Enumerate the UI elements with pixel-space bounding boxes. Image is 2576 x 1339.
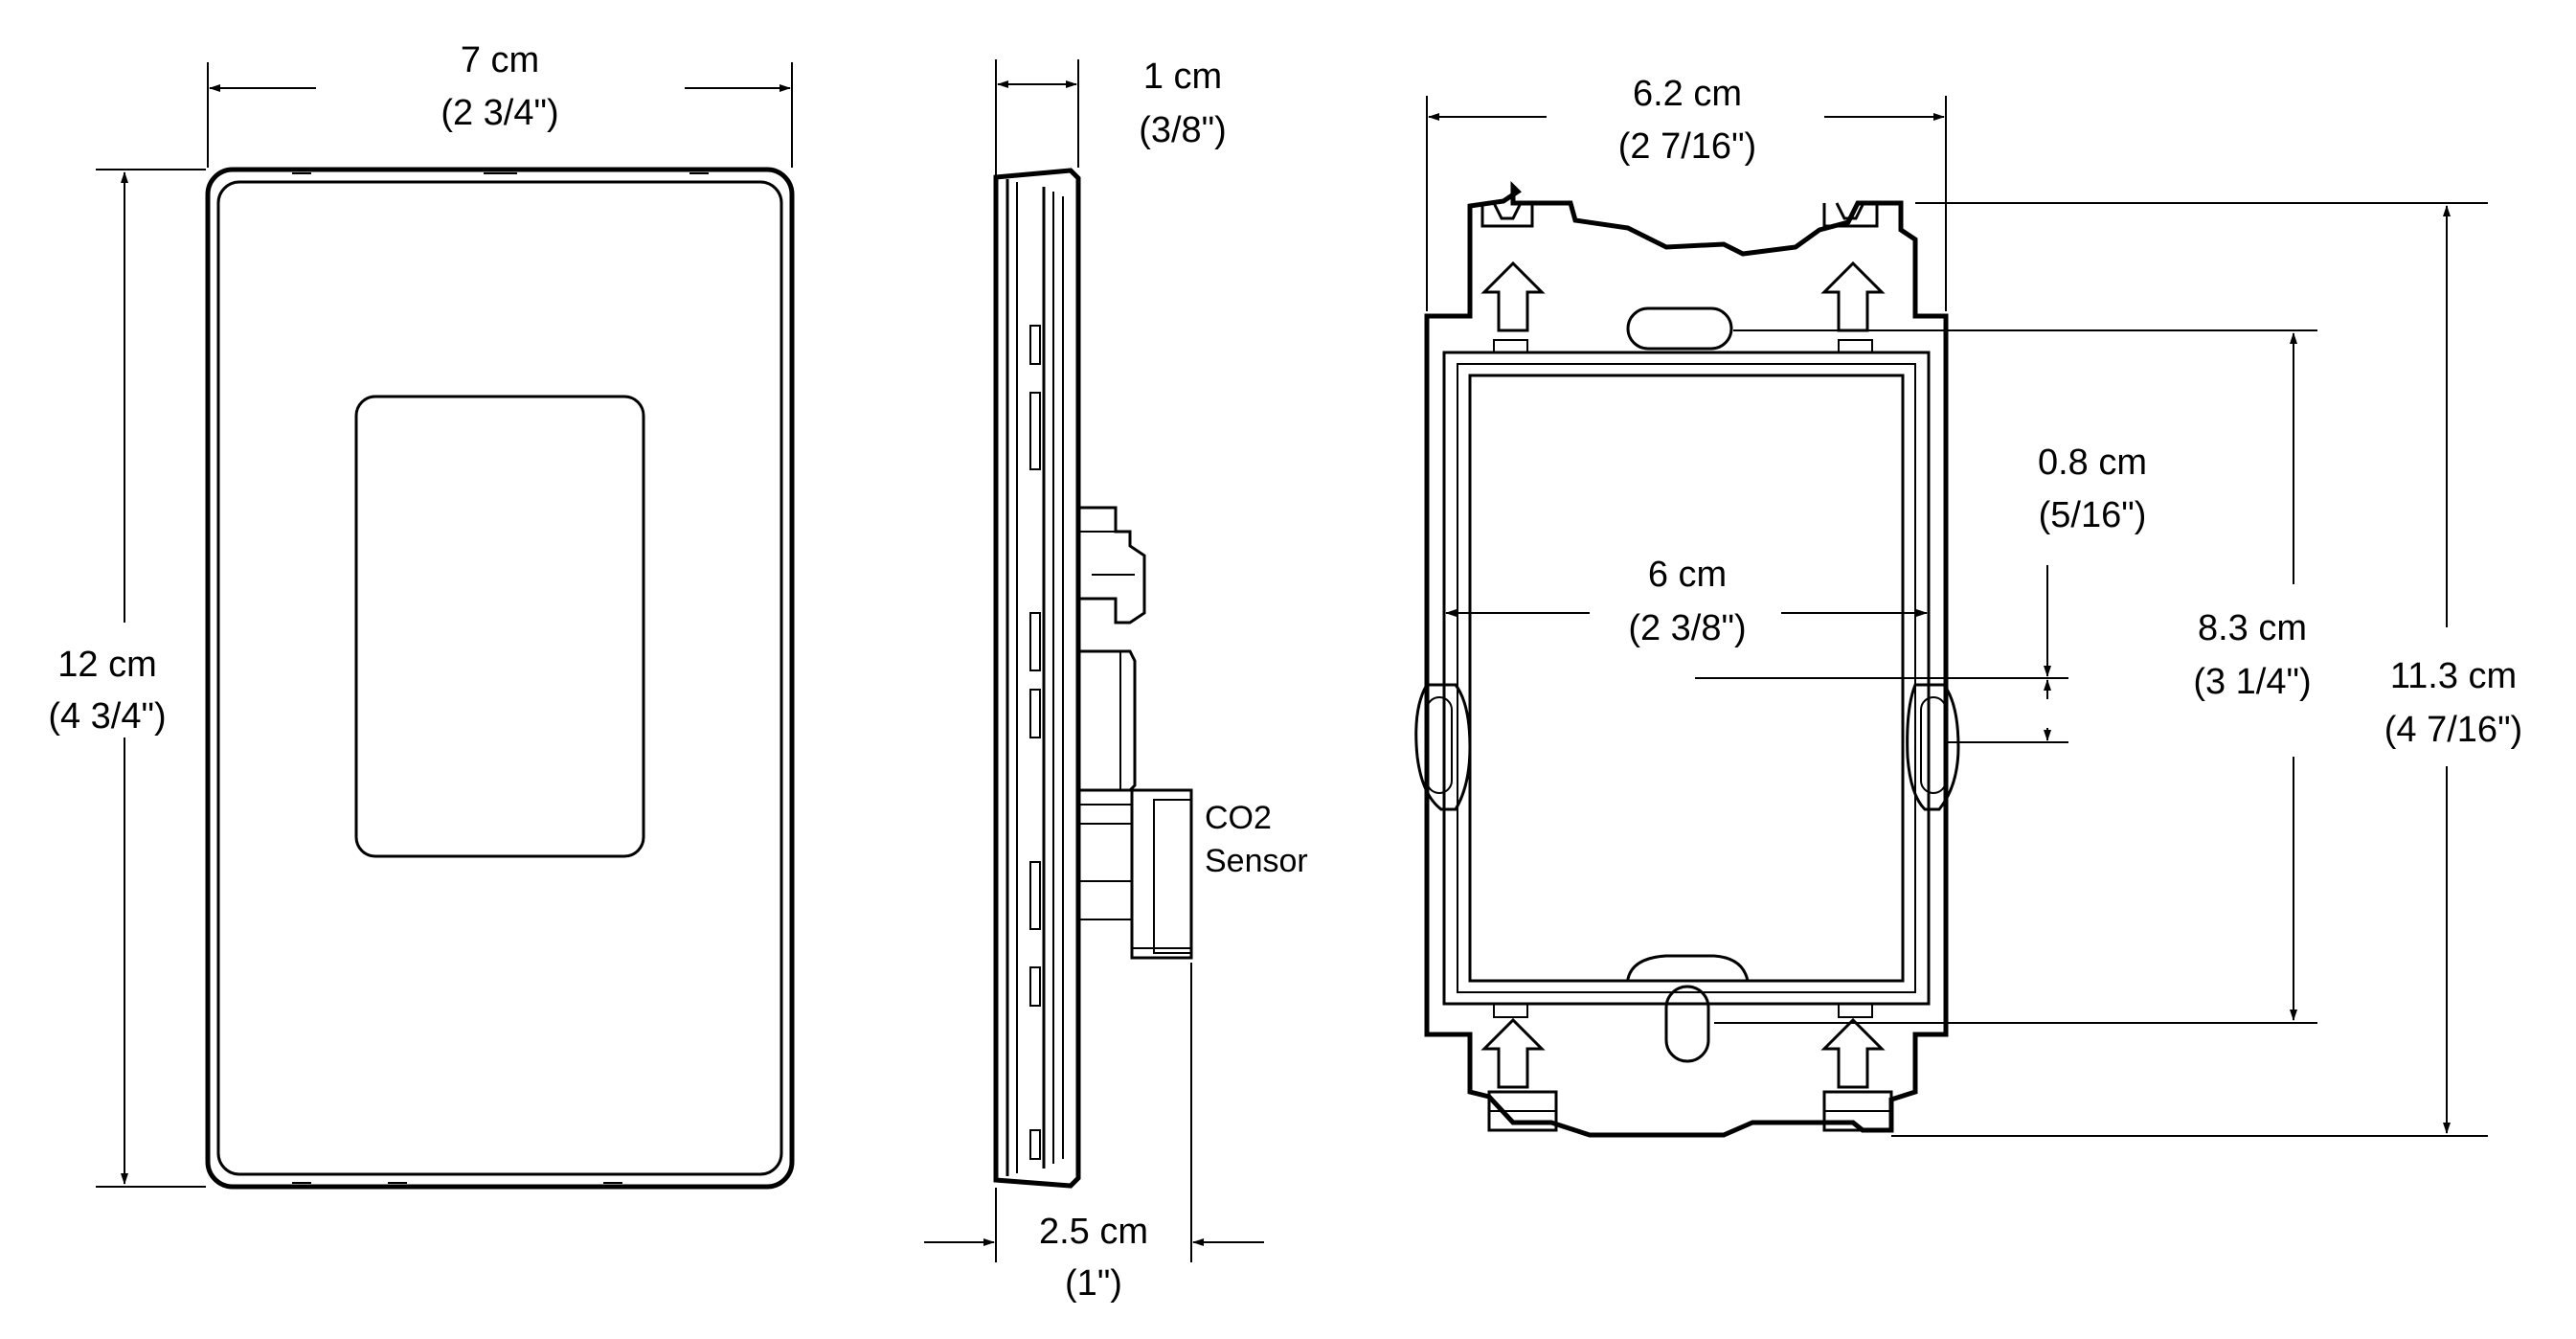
bracket-outline	[1424, 180, 1949, 1138]
bracket-left-clip	[1414, 683, 1472, 811]
side-sensor-housing	[1078, 649, 1137, 792]
inner-width-cm: 6 cm	[1648, 555, 1727, 595]
side-total-cm: 2.5 cm	[1039, 1212, 1148, 1252]
front-height-in: (4 3/4")	[48, 696, 166, 737]
co2-sensor-module	[1130, 788, 1193, 960]
sensor-label-1: CO2	[1205, 800, 1272, 836]
bracket-height-in: (4 7/16")	[2384, 710, 2522, 750]
front-width-in: (2 3/4")	[441, 93, 558, 133]
side-depth-in: (3/8")	[1139, 110, 1227, 150]
side-terminal-block	[1078, 506, 1146, 624]
bracket-width-in: (2 7/16")	[1618, 126, 1756, 167]
side-total-in: (1")	[1065, 1263, 1122, 1304]
side-view: CO2 Sensor 1 cm (3/8") 2.5 cm (1")	[924, 57, 1308, 1304]
front-width-cm: 7 cm	[461, 40, 539, 80]
front-height-cm: 12 cm	[57, 645, 156, 685]
side-depth-cm: 1 cm	[1143, 57, 1222, 97]
bracket-width-cm: 6.2 cm	[1633, 74, 1742, 114]
hole-spacing-cm: 8.3 cm	[2198, 608, 2307, 648]
faceplate-inner	[216, 180, 783, 1176]
hole-spacing-in: (3 1/4")	[2193, 662, 2311, 702]
mount-arrow-bottom-right	[1820, 1017, 1886, 1089]
faceplate-outer	[205, 167, 795, 1190]
side-faceplate	[993, 168, 1081, 1189]
display-window	[354, 395, 645, 858]
bracket-height-cm: 11.3 cm	[2390, 656, 2517, 696]
mount-arrow-top-right	[1820, 261, 1886, 332]
sensor-label-2: Sensor	[1205, 843, 1308, 879]
slot-cm: 0.8 cm	[2038, 443, 2147, 483]
inner-width-in: (2 3/8")	[1628, 608, 1746, 648]
mount-arrow-bottom-left	[1480, 1017, 1546, 1089]
front-view: 7 cm (2 3/4") 12 cm (4 3/4")	[48, 40, 795, 1190]
mount-arrow-top-left	[1480, 261, 1546, 332]
slot-in: (5/16")	[2039, 495, 2147, 535]
bracket-top-slot	[1626, 306, 1733, 351]
bracket-bottom-slot	[1664, 985, 1710, 1063]
bracket-view: 6.2 cm (2 7/16") 6 cm (2 3/8") 0.8 cm (5…	[1414, 74, 2522, 1138]
bracket-right-clip	[1906, 683, 1960, 811]
